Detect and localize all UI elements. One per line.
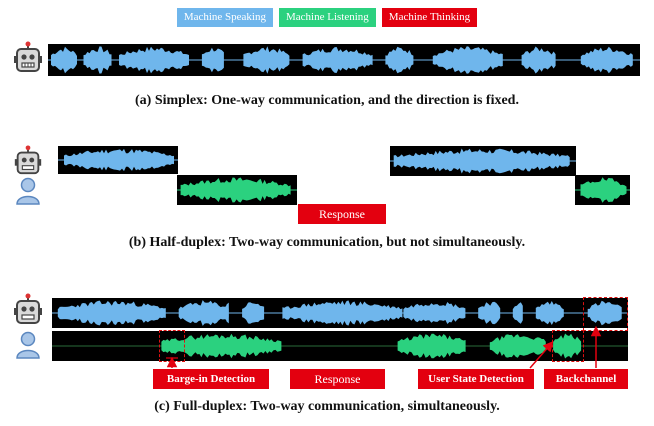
user-state-detection-label: User State Detection bbox=[418, 369, 534, 389]
simplex-caption: (a) Simplex: One-way communication, and … bbox=[135, 93, 519, 108]
backchannel-label: Backchannel bbox=[544, 369, 628, 389]
full-duplex-caption: (c) Full-duplex: Two-way communication, … bbox=[154, 399, 500, 414]
legend-machine-thinking: Machine Thinking bbox=[381, 8, 478, 27]
legend: Machine Speaking Machine Listening Machi… bbox=[0, 8, 654, 27]
full-duplex-listening-waveform bbox=[52, 331, 628, 361]
robot-icon bbox=[14, 41, 42, 75]
user-icon bbox=[15, 331, 41, 359]
half-duplex-listening-waveform-1 bbox=[177, 175, 297, 205]
half-duplex-speaking-waveform-2 bbox=[390, 146, 576, 176]
full-duplex-speaking-waveform bbox=[52, 298, 628, 328]
user-icon bbox=[15, 177, 41, 205]
legend-machine-listening: Machine Listening bbox=[279, 8, 376, 27]
barge-in-highlight-box bbox=[159, 330, 185, 362]
half-duplex-speaking-waveform-1 bbox=[58, 146, 178, 174]
barge-in-detection-label: Barge-in Detection bbox=[153, 369, 269, 389]
simplex-speaking-waveform bbox=[48, 44, 640, 76]
half-duplex-caption: (b) Half-duplex: Two-way communication, … bbox=[128, 235, 526, 250]
backchannel-highlight-box bbox=[583, 297, 628, 331]
half-duplex-listening-waveform-2 bbox=[575, 175, 630, 205]
user-state-highlight-box bbox=[552, 330, 584, 362]
half-duplex-response-box: Response bbox=[298, 204, 386, 224]
robot-icon bbox=[14, 145, 42, 177]
full-duplex-response-box: Response bbox=[290, 369, 385, 389]
legend-machine-speaking: Machine Speaking bbox=[176, 8, 273, 27]
robot-icon bbox=[14, 293, 42, 327]
